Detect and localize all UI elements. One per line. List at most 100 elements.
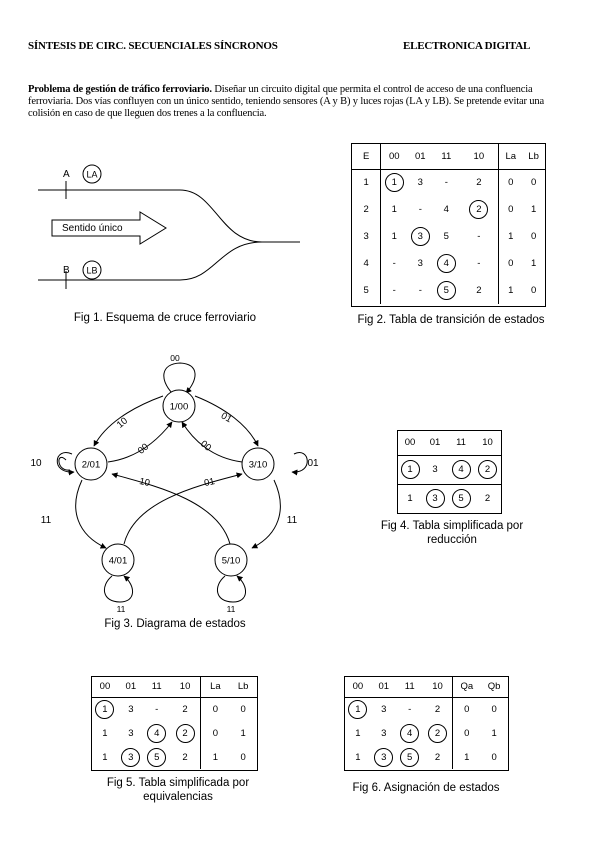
cell-value: - xyxy=(444,177,448,189)
cell-value: 4 xyxy=(451,460,471,479)
problem-text: Diseñar un circuito digital que permita … xyxy=(28,84,545,119)
fig4-frame xyxy=(397,430,502,514)
cell-value: 3 xyxy=(381,727,387,739)
output-cell: 1 xyxy=(498,277,523,304)
header-cell: E xyxy=(352,144,381,170)
output-cell: 1 xyxy=(452,745,481,769)
cell-value: 2 xyxy=(434,703,441,715)
output-cell: 0 xyxy=(498,169,523,196)
state-5-label: 5/10 xyxy=(222,556,241,567)
state-2-label: 2/01 xyxy=(82,460,101,471)
header-cell: Qa xyxy=(452,677,481,698)
output-cell: 0 xyxy=(240,751,246,763)
cell-value: - xyxy=(418,204,422,215)
cell-value: 1 xyxy=(407,493,413,505)
cell-value: 2 xyxy=(175,723,195,743)
edge-label: 11 xyxy=(117,604,126,614)
header-cell: 00 xyxy=(345,677,371,698)
edge-label: 01 xyxy=(219,410,234,425)
header-cell: La xyxy=(498,144,523,170)
header-cell: 01 xyxy=(422,431,448,456)
fig2-table: E 00 01 11 10 La Lb 1 1 3 - 2 0 0 2 1 - … xyxy=(352,144,545,304)
header-cell: 10 xyxy=(422,677,453,698)
output-cell: 0 xyxy=(491,751,497,763)
cell-value: 4 xyxy=(443,204,449,215)
output-cell: 0 xyxy=(498,250,523,277)
fig5-table: 00 01 11 10 La Lb 1 3 - 2 0 0 1 3 4 2 0 … xyxy=(92,677,257,769)
cell-value: 1 xyxy=(355,727,361,739)
sensor-a-label: A xyxy=(63,169,70,180)
state-3-label: 3/10 xyxy=(249,460,268,471)
table-row: 4 - 3 4 - 0 1 xyxy=(352,250,545,277)
table-row: 1 3 5 2 xyxy=(398,484,501,513)
table-row: 1 3 4 2 0 1 xyxy=(345,721,508,745)
table-row: 3 1 3 5 - 1 0 xyxy=(352,223,545,250)
header-subject: SÍNTESIS DE CIRC. SECUENCIALES SÍNCRONOS xyxy=(28,40,278,52)
cell-value: 3 xyxy=(381,703,387,715)
cell-value: 2 xyxy=(182,751,188,763)
header-cell: 10 xyxy=(169,677,201,698)
output-cell: 0 xyxy=(498,196,523,223)
header-cell: 10 xyxy=(459,144,499,170)
cell-value: 4 xyxy=(147,723,167,743)
direction-label: Sentido único xyxy=(62,223,123,234)
output-cell: 1 xyxy=(200,745,230,769)
light-la-label: LA xyxy=(86,170,97,180)
output-cell: 1 xyxy=(530,258,537,269)
cell-value: 1 xyxy=(95,699,115,719)
cell-value: - xyxy=(380,277,408,304)
cell-value: 2 xyxy=(478,460,497,479)
fig3-caption: Fig 3. Diagrama de estados xyxy=(104,618,246,630)
cell-value: 2 xyxy=(182,703,188,715)
state-4-label: 4/01 xyxy=(109,556,128,567)
cell-value: 5 xyxy=(147,747,167,767)
edge-label: 11 xyxy=(227,604,236,614)
edge-label: 10 xyxy=(30,458,42,469)
state-cell: 1 xyxy=(363,177,369,189)
problem-statement: Problema de gestión de tráfico ferroviar… xyxy=(28,84,576,120)
cell-value: 2 xyxy=(484,493,491,505)
cell-value: 3 xyxy=(128,703,134,715)
table-row: 1 3 4 2 0 1 xyxy=(92,721,257,745)
cell-value: 3 xyxy=(128,727,134,739)
state-cell: 5 xyxy=(363,285,369,296)
table-row: 1 3 5 2 1 0 xyxy=(92,745,257,769)
fig1-caption: Fig 1. Esquema de cruce ferroviario xyxy=(73,312,257,324)
header-cell: Lb xyxy=(229,677,257,698)
header-cell: 01 xyxy=(370,677,397,698)
fig6-caption: Fig 6. Asignación de estados xyxy=(352,782,500,794)
edge-label: 00 xyxy=(136,441,151,456)
output-cell: 0 xyxy=(200,721,230,745)
edge-label: 01 xyxy=(203,476,216,489)
output-cell: 1 xyxy=(240,727,246,739)
output-cell: 0 xyxy=(452,721,481,745)
cell-value: 3 xyxy=(432,464,438,475)
fig4-caption: Fig 4. Tabla simplificada por reducción xyxy=(380,520,524,546)
output-cell: 1 xyxy=(498,223,523,250)
header-cell: 11 xyxy=(433,144,460,170)
state-cell: 2 xyxy=(363,204,369,215)
fig2-frame xyxy=(351,143,546,307)
fig4-table: 00 01 11 10 1 3 4 2 1 3 5 2 xyxy=(398,431,501,513)
problem-title: Problema de gestión de tráfico ferroviar… xyxy=(28,84,212,95)
cell-value: 5 xyxy=(436,281,456,300)
cell-value: - xyxy=(155,703,159,715)
cell-value: - xyxy=(408,703,412,715)
table-row: 1 1 3 - 2 0 0 xyxy=(352,169,545,196)
cell-value: 2 xyxy=(434,751,441,763)
edge-label: 01 xyxy=(307,458,319,469)
cell-value: 2 xyxy=(476,177,482,189)
cell-value: 2 xyxy=(469,200,489,219)
header-cell: 00 xyxy=(398,431,422,456)
sensor-b-label: B xyxy=(63,265,70,276)
edge-label: 10 xyxy=(115,415,130,430)
cell-value: 1 xyxy=(400,460,420,479)
table-row: 5 - - 5 2 1 0 xyxy=(352,277,545,304)
cell-value: 1 xyxy=(355,751,361,763)
header-cell: La xyxy=(200,677,230,698)
cell-value: 3 xyxy=(410,227,430,246)
output-cell: 1 xyxy=(491,727,497,739)
cell-value: 1 xyxy=(384,173,404,193)
cell-value: 3 xyxy=(121,747,141,767)
header-course: ELECTRONICA DIGITAL xyxy=(403,40,531,52)
